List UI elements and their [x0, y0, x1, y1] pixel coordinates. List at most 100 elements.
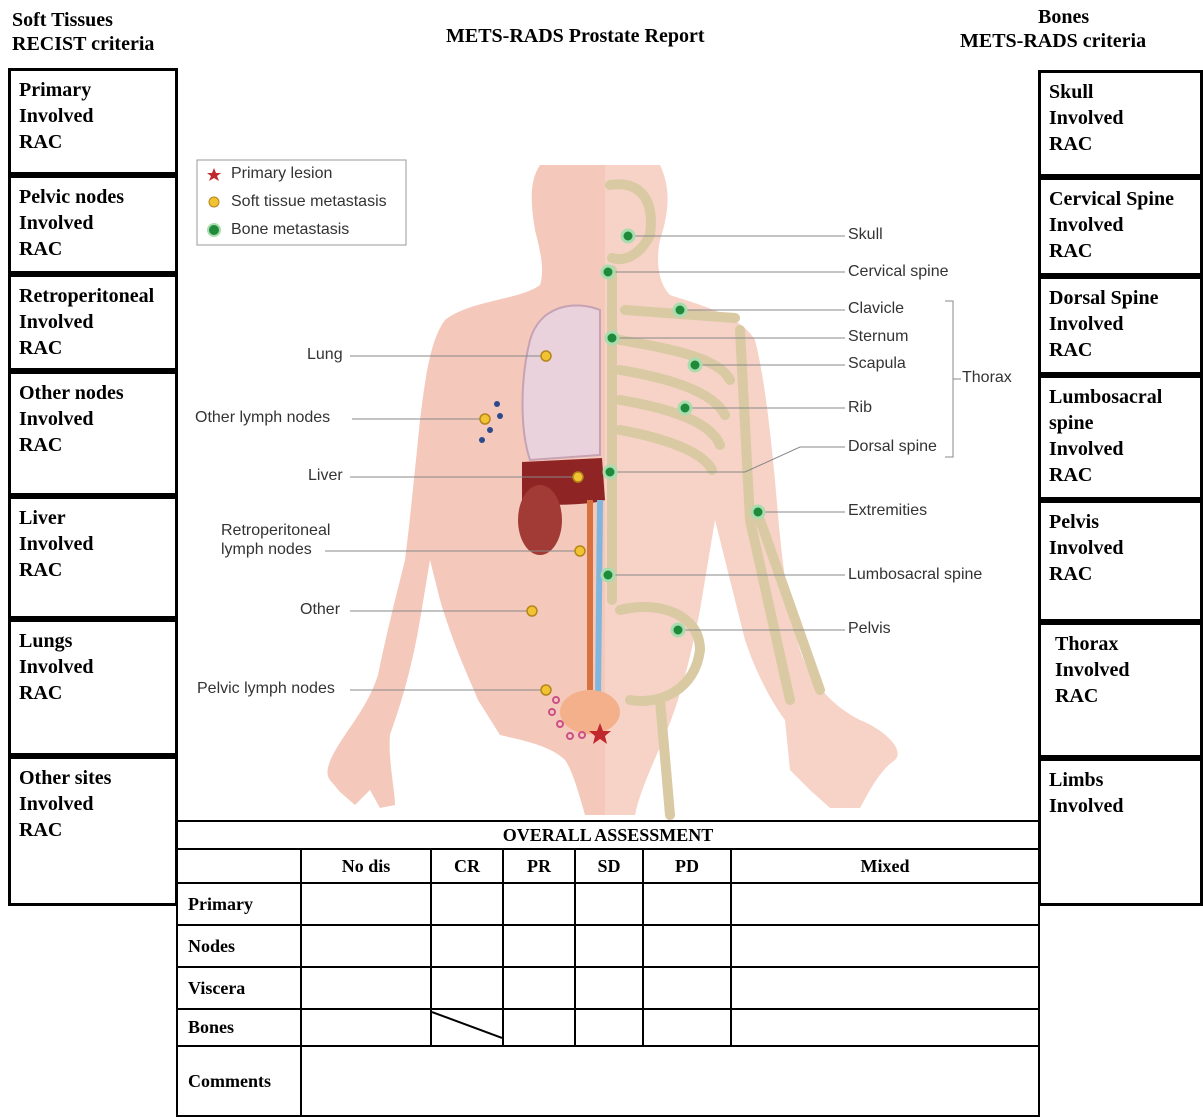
box-involved-label: Involved [19, 791, 167, 817]
box-rac-label: RAC [19, 236, 167, 262]
cell[interactable] [431, 883, 503, 925]
assessment-title: OVERALL ASSESSMENT [177, 821, 1039, 849]
cell[interactable] [575, 883, 643, 925]
table-row: Viscera [177, 967, 1039, 1009]
box-site-label: Retroperitoneal [19, 283, 167, 309]
box-rac-label: RAC [1049, 462, 1192, 488]
marker-extremities [752, 506, 764, 518]
box-rac-label: RAC [1049, 131, 1192, 157]
label-liver: Liver [308, 467, 343, 485]
label-retroperitoneal: Retroperitoneal [221, 522, 330, 540]
box-involved-label: Involved [1049, 311, 1192, 337]
marker-clavicle [674, 304, 686, 316]
label-retro-lymph: lymph nodes [221, 541, 312, 559]
legend-soft-icon [209, 197, 219, 207]
cell[interactable] [575, 925, 643, 967]
box-lumbosacral-spine[interactable]: Lumbosacral spine Involved RAC [1038, 375, 1203, 500]
box-other-sites[interactable]: Other sites Involved RAC [8, 756, 178, 906]
marker-pelvis [672, 624, 684, 636]
lung-organ [523, 305, 601, 460]
overall-assessment-table: OVERALL ASSESSMENT No dis CR PR SD PD Mi… [176, 820, 1040, 1117]
cell[interactable] [301, 967, 431, 1009]
col-pd: PD [643, 849, 731, 883]
marker-other-lymph [480, 414, 490, 424]
cell[interactable] [575, 967, 643, 1009]
cell[interactable] [301, 925, 431, 967]
slash-line [432, 1010, 502, 1040]
box-retroperitoneal[interactable]: Retroperitoneal Involved RAC [8, 274, 178, 371]
col-pr: PR [503, 849, 575, 883]
marker-dorsal [604, 466, 616, 478]
box-cervical-spine[interactable]: Cervical Spine Involved RAC [1038, 177, 1203, 276]
marker-lung [541, 351, 551, 361]
box-dorsal-spine[interactable]: Dorsal Spine Involved RAC [1038, 276, 1203, 375]
cell[interactable] [431, 967, 503, 1009]
report-title: METS-RADS Prostate Report [446, 24, 705, 48]
box-other-nodes[interactable]: Other nodes Involved RAC [8, 371, 178, 496]
left-header-line1: Soft Tissues [12, 8, 154, 32]
box-involved-label: Involved [1049, 535, 1192, 561]
box-involved-label: Involved [1049, 793, 1192, 819]
cell[interactable] [431, 925, 503, 967]
label-pelvic-lymph: Pelvic lymph nodes [197, 680, 335, 698]
right-header-line2: METS-RADS criteria [960, 29, 1146, 53]
comments-field[interactable] [301, 1046, 1039, 1116]
label-cervical-spine: Cervical spine [848, 263, 948, 281]
box-liver[interactable]: Liver Involved RAC [8, 496, 178, 619]
box-thorax[interactable]: Thorax Involved RAC [1038, 622, 1203, 758]
cell[interactable] [643, 883, 731, 925]
box-involved-label: Involved [19, 103, 167, 129]
cell[interactable] [503, 925, 575, 967]
cell[interactable] [643, 925, 731, 967]
label-thorax: Thorax [962, 369, 1012, 387]
box-rac-label: RAC [1049, 561, 1192, 587]
box-site-label: Limbs [1049, 767, 1192, 793]
cell-bones-cr-slashed [431, 1009, 503, 1046]
label-pelvis: Pelvis [848, 620, 891, 638]
box-site-label: Skull [1049, 79, 1192, 105]
box-pelvic-nodes[interactable]: Pelvic nodes Involved RAC [8, 175, 178, 274]
cell[interactable] [731, 967, 1039, 1009]
label-rib: Rib [848, 399, 872, 417]
header-blank [177, 849, 301, 883]
col-sd: SD [575, 849, 643, 883]
box-rac-label: RAC [1049, 238, 1192, 264]
cell[interactable] [301, 883, 431, 925]
cell[interactable] [575, 1009, 643, 1046]
box-site-label: Pelvic nodes [19, 184, 167, 210]
marker-skull [622, 230, 634, 242]
cell[interactable] [731, 1009, 1039, 1046]
box-site-label-2: spine [1049, 410, 1192, 436]
cell[interactable] [503, 883, 575, 925]
box-rac-label: RAC [19, 335, 167, 361]
box-involved-label: Involved [19, 309, 167, 335]
box-rac-label: RAC [1055, 683, 1192, 709]
box-limbs[interactable]: Limbs Involved [1038, 758, 1203, 906]
box-pelvis[interactable]: Pelvis Involved RAC [1038, 500, 1203, 622]
col-mixed: Mixed [731, 849, 1039, 883]
col-cr: CR [431, 849, 503, 883]
box-rac-label: RAC [1049, 337, 1192, 363]
table-row: Nodes [177, 925, 1039, 967]
cell[interactable] [643, 1009, 731, 1046]
box-rac-label: RAC [19, 557, 167, 583]
box-primary[interactable]: Primary Involved RAC [8, 68, 178, 175]
box-lungs[interactable]: Lungs Involved RAC [8, 619, 178, 756]
box-rac-label: RAC [19, 432, 167, 458]
cell[interactable] [731, 883, 1039, 925]
label-extremities: Extremities [848, 502, 927, 520]
cell[interactable] [503, 1009, 575, 1046]
legend-bone-label: Bone metastasis [231, 221, 349, 239]
cell[interactable] [731, 925, 1039, 967]
box-site-label: Cervical Spine [1049, 186, 1192, 212]
box-site-label: Primary [19, 77, 167, 103]
row-nodes: Nodes [177, 925, 301, 967]
marker-liver [573, 472, 583, 482]
cell[interactable] [301, 1009, 431, 1046]
cell[interactable] [503, 967, 575, 1009]
cell[interactable] [643, 967, 731, 1009]
label-dorsal-spine: Dorsal spine [848, 438, 937, 456]
box-skull[interactable]: Skull Involved RAC [1038, 70, 1203, 177]
box-site-label: Pelvis [1049, 509, 1192, 535]
left-header-line2: RECIST criteria [12, 32, 154, 56]
